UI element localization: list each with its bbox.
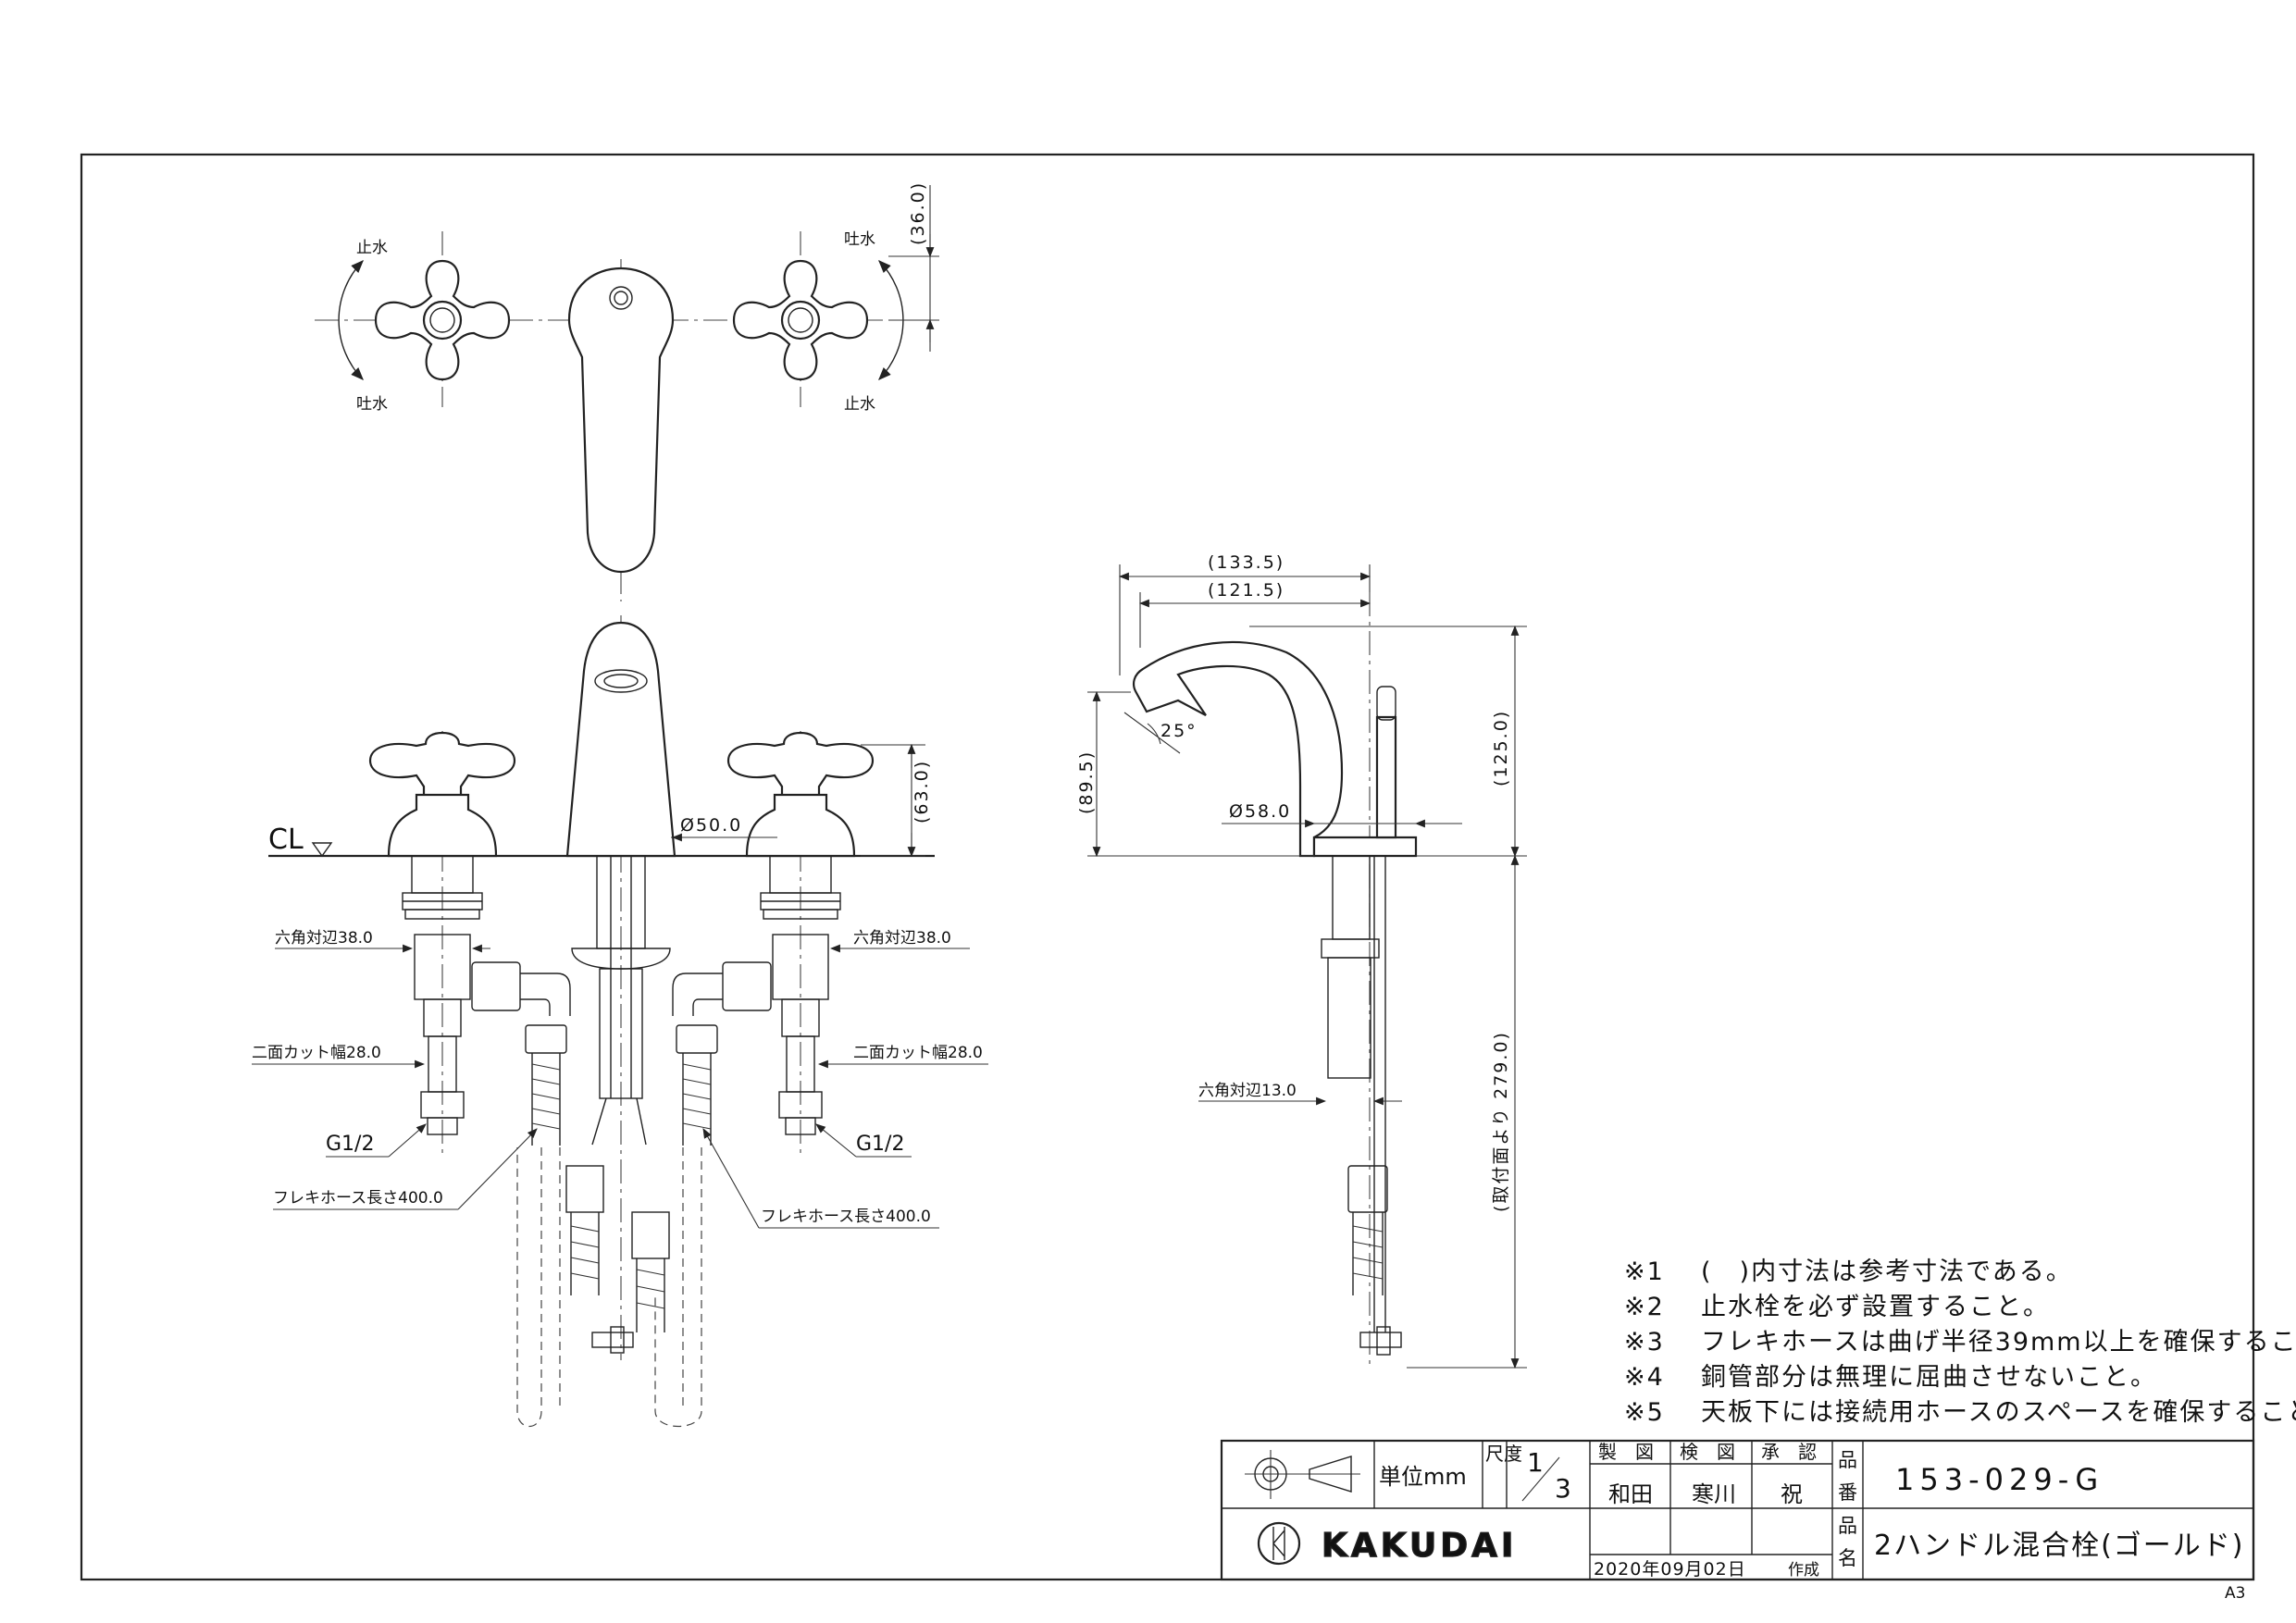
kakudai-logo-icon [1257,1521,1301,1566]
dim-63: (63.0) [912,760,932,824]
flex-hose-left [516,1147,542,1427]
flex-hose-right [654,1147,702,1428]
projection-symbol-icon [1245,1450,1360,1499]
unit-label: 単位mm [1379,1464,1467,1490]
right-valve-body [672,855,841,1146]
notes: ※1 ( )内寸法は参考寸法である。 ※2 止水栓を必ず設置すること。 ※3 フ… [1624,1258,2296,1427]
dim-dia50: Ø50.0 [680,815,742,836]
drawing-frame [80,153,2255,1581]
title-block: 単位mm 尺度 1 3 製 図 検 図 承 認 和田 寒川 祝 品 番 153-… [1220,1439,2255,1581]
label-g-half-left: G1/2 [326,1133,374,1156]
part-name: 2ハンドル混合栓(ゴールド) [1874,1530,2245,1562]
name-approved: 祝 [1781,1481,1803,1507]
dim-279: (取付面より 279.0) [1491,1031,1511,1212]
spout-top-view [567,266,675,574]
label-cl: CL [268,824,304,856]
left-handle-top-view [374,259,511,381]
part-name-label: 品 [1838,1515,1857,1537]
note-4-mark: ※4 [1624,1363,1665,1392]
label-hex-13: 六角対辺13.0 [1198,1082,1297,1100]
name-drafted: 和田 [1608,1481,1653,1507]
label-flex-hose-left: フレキホース長さ400.0 [273,1189,443,1208]
role-checked: 検 図 [1680,1441,1735,1463]
svg-text:番: 番 [1838,1481,1857,1504]
side-view: (133.5) (121.5) (125.0) (89.5) 25° Ø58.0… [1076,552,1527,1369]
note-5-mark: ※5 [1624,1398,1665,1427]
note-2-text: 止水栓を必ず設置すること。 [1701,1293,2050,1321]
left-valve-body [402,855,571,1146]
spout-side-view [1133,640,1344,858]
note-3-mark: ※3 [1624,1328,1665,1357]
role-drafted: 製 図 [1598,1441,1654,1463]
dim-36: (36.0) [908,181,928,245]
right-handle-top-view [732,259,869,381]
role-approved: 承 認 [1761,1441,1817,1463]
part-no-label: 品 [1838,1449,1857,1471]
sheet-size: A3 [2225,1584,2245,1603]
top-view: 止水 吐水 吐水 止水 (36.0) [315,181,939,601]
svg-text:名: 名 [1838,1547,1857,1569]
drawing-date: 2020年09月02日 [1594,1559,1746,1580]
label-hex-38-right: 六角対辺38.0 [853,929,951,948]
note-1-text: ( )内寸法は参考寸法である。 [1701,1258,2073,1286]
left-rotation-arrow [338,259,364,381]
label-discharge-right: 吐水 [844,230,875,249]
label-two-face-right: 二面カット幅28.0 [853,1044,983,1062]
dim-125: (125.0) [1491,710,1511,787]
part-number: 153-029-G [1895,1462,2104,1497]
dim-angle-25: 25° [1160,721,1198,741]
front-view: CL [252,615,988,1428]
dim-89: (89.5) [1076,750,1097,814]
label-hex-38-left: 六角対辺38.0 [275,929,373,948]
dim-133: (133.5) [1208,552,1285,573]
label-stop-water-right: 止水 [844,395,875,414]
label-two-face-left: 二面カット幅28.0 [252,1044,381,1062]
spout-shank [565,855,671,1354]
scale-label: 尺度 [1485,1443,1522,1465]
dim-dia58: Ø58.0 [1229,801,1291,822]
left-handle-front [368,731,516,858]
label-discharge-left: 吐水 [356,395,388,414]
spout-front-view [565,621,676,858]
note-5-text: 天板下には接続用ホースのスペースを確保すること。 [1701,1398,2296,1427]
note-3-text: フレキホースは曲げ半径39mm以上を確保すること。 [1701,1328,2296,1357]
brand-name: KAKUDAI [1322,1527,1517,1565]
scale-denominator: 3 [1555,1473,1571,1504]
name-checked: 寒川 [1692,1481,1736,1507]
created-label: 作成 [1788,1561,1819,1580]
label-g-half-right: G1/2 [856,1133,904,1156]
note-2-mark: ※2 [1624,1293,1665,1321]
scale-numerator: 1 [1527,1447,1544,1478]
right-handle-front [726,731,875,858]
dim-121: (121.5) [1208,580,1285,601]
label-flex-hose-right: フレキホース長さ400.0 [761,1208,931,1226]
label-stop-water-left: 止水 [356,239,388,257]
note-1-mark: ※1 [1624,1258,1665,1286]
note-4-text: 銅管部分は無理に屈曲させないこと。 [1701,1363,2157,1392]
